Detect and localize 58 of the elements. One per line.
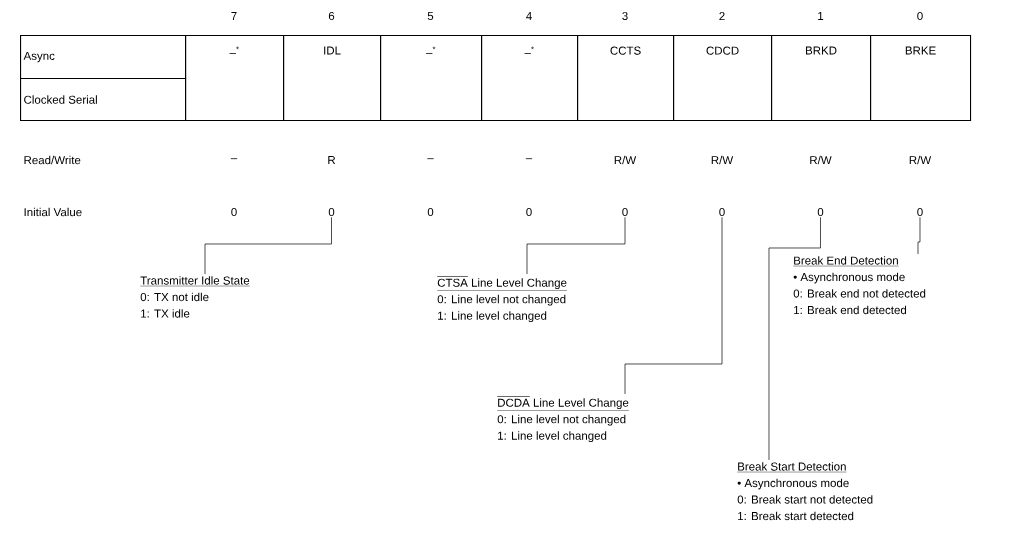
row-header-cell: Clocked Serial [20,78,187,122]
bit-number: 4 [526,12,532,20]
description-heading: DCDA Line Level Change [496,396,630,411]
access-label: R/W [810,155,832,165]
description-line: 1: Line level changed [438,311,547,323]
row-header-cell: Async [20,35,187,80]
access-label: R/W [614,155,637,165]
description-line: 1: TX idle [141,309,190,318]
bit-number: 3 [622,11,628,21]
access-label: – [230,158,238,160]
bit-number: 0 [917,11,923,21]
description-line: 0: TX not idle [140,292,209,302]
register-cell: CDCD [673,35,773,122]
access-label: R/W [711,155,734,165]
register-cell: IDL [283,35,382,122]
description-line: 1: Break end detected [794,305,906,315]
description-line: 0: Break end not detected [793,289,926,298]
row-label: Read/Write [24,155,81,165]
register-cell: –$^{*}$ [380,35,483,122]
initial-value: 0 [427,207,434,217]
access-label: R/W [909,155,932,165]
access-label: R [328,156,336,164]
description-line: 1: Line level changed [498,431,607,443]
description-line: 0: Break start not detected [737,495,873,504]
initial-value: 0 [622,207,628,217]
leader-line [768,216,821,461]
register-cell: BRKE [870,35,972,122]
access-label: – [525,158,533,160]
initial-value: 0 [328,207,335,217]
bit-number: 7 [231,12,237,20]
initial-value: 0 [231,207,237,217]
row-label: Initial Value [24,207,82,217]
description-line: • Asynchronous mode [737,478,849,490]
bit-number: 6 [328,11,335,21]
initial-value: 0 [817,207,824,217]
description-heading: Break Start Detection [737,462,847,473]
description-heading: Break End Detection [793,256,899,267]
initial-value: 0 [526,207,532,217]
description-line: 0: Line level not changed [437,294,566,306]
bit-number: 2 [719,12,725,20]
leader-line [917,216,921,255]
leader-line [526,216,626,275]
register-cell: –$^{*}$ [185,35,285,122]
description-heading: Transmitter Idle State [140,276,250,287]
register-cell: –$^{*}$ [481,35,579,122]
initial-value: 0 [917,207,923,217]
access-label: – [427,158,434,160]
leader-line [204,216,332,275]
register-cell: CCTS [577,35,675,122]
description-line: 1: Break start detected [738,511,854,521]
description-line: 0: Line level not changed [497,414,626,426]
initial-value: 0 [719,207,725,217]
bit-number: 1 [818,12,824,20]
description-line: • Asynchronous mode [793,272,905,284]
leader-line [624,216,723,395]
register-cell: BRKD [771,35,872,122]
description-heading: CTSA Line Level Change [436,276,568,291]
bit-number: 5 [427,12,434,20]
